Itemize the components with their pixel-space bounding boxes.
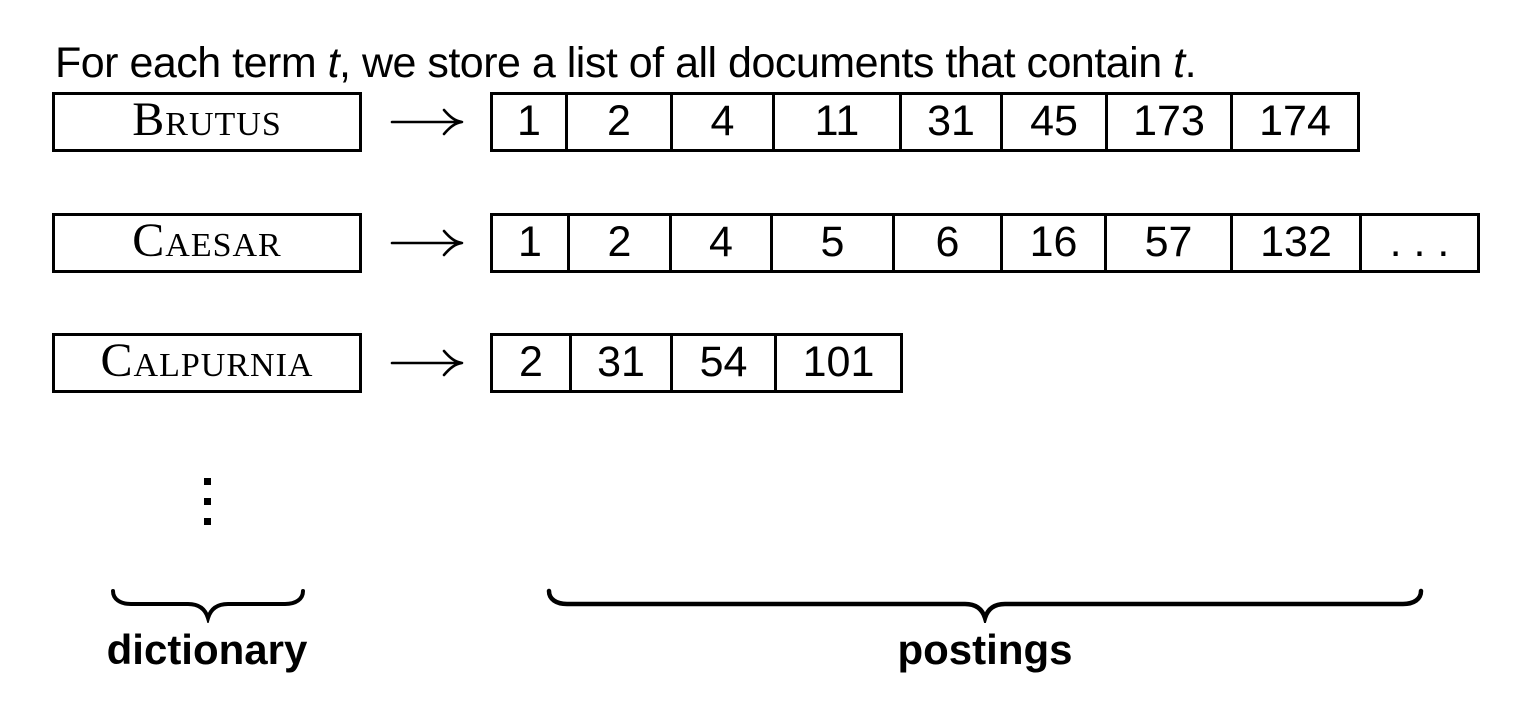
posting-cell: 54 — [673, 333, 777, 393]
dictionary-underbrace-icon — [111, 589, 305, 623]
posting-cell: 101 — [777, 333, 903, 393]
title-text-part1: For each term — [55, 39, 328, 87]
vertical-ellipsis-icon — [204, 478, 211, 538]
ellipsis-dot — [204, 518, 211, 525]
term-box-calpurnia: Calpurnia — [52, 333, 362, 393]
postings-underbrace-icon — [546, 588, 1424, 623]
posting-cell: . . . — [1362, 213, 1480, 273]
posting-cell: 132 — [1233, 213, 1362, 273]
posting-cell: 1 — [490, 213, 570, 273]
posting-cell: 45 — [1003, 92, 1108, 152]
posting-cell: 4 — [673, 92, 775, 152]
posting-cell: 5 — [773, 213, 895, 273]
long-right-arrow-icon — [389, 228, 467, 258]
postings-label: postings — [897, 626, 1073, 673]
posting-cell: 173 — [1108, 92, 1233, 152]
posting-cell: 1 — [490, 92, 568, 152]
posting-cell: 2 — [490, 333, 572, 393]
posting-cell: 4 — [672, 213, 773, 273]
posting-cell: 31 — [572, 333, 673, 393]
title-text-part2: , we store a list of all documents that … — [339, 39, 1174, 87]
term-box-caesar: Caesar — [52, 213, 362, 273]
ellipsis-dot — [204, 498, 211, 505]
dictionary-label: dictionary — [106, 626, 308, 673]
term-box-brutus: Brutus — [52, 92, 362, 152]
posting-cell: 6 — [895, 213, 1003, 273]
posting-cell: 16 — [1003, 213, 1107, 273]
posting-cell: 57 — [1107, 213, 1233, 273]
posting-cell: 31 — [902, 92, 1003, 152]
page-title: For each term t, we store a list of all … — [55, 39, 1197, 87]
posting-cell: 2 — [568, 92, 673, 152]
posting-cell: 11 — [775, 92, 902, 152]
long-right-arrow-icon — [389, 107, 467, 137]
posting-cell: 174 — [1233, 92, 1360, 152]
posting-cell: 2 — [570, 213, 672, 273]
title-text-part3: . — [1184, 39, 1197, 87]
title-term-symbol: t — [327, 39, 340, 87]
long-right-arrow-icon — [389, 348, 467, 378]
ellipsis-dot — [204, 478, 211, 485]
title-term-symbol: t — [1173, 39, 1185, 87]
